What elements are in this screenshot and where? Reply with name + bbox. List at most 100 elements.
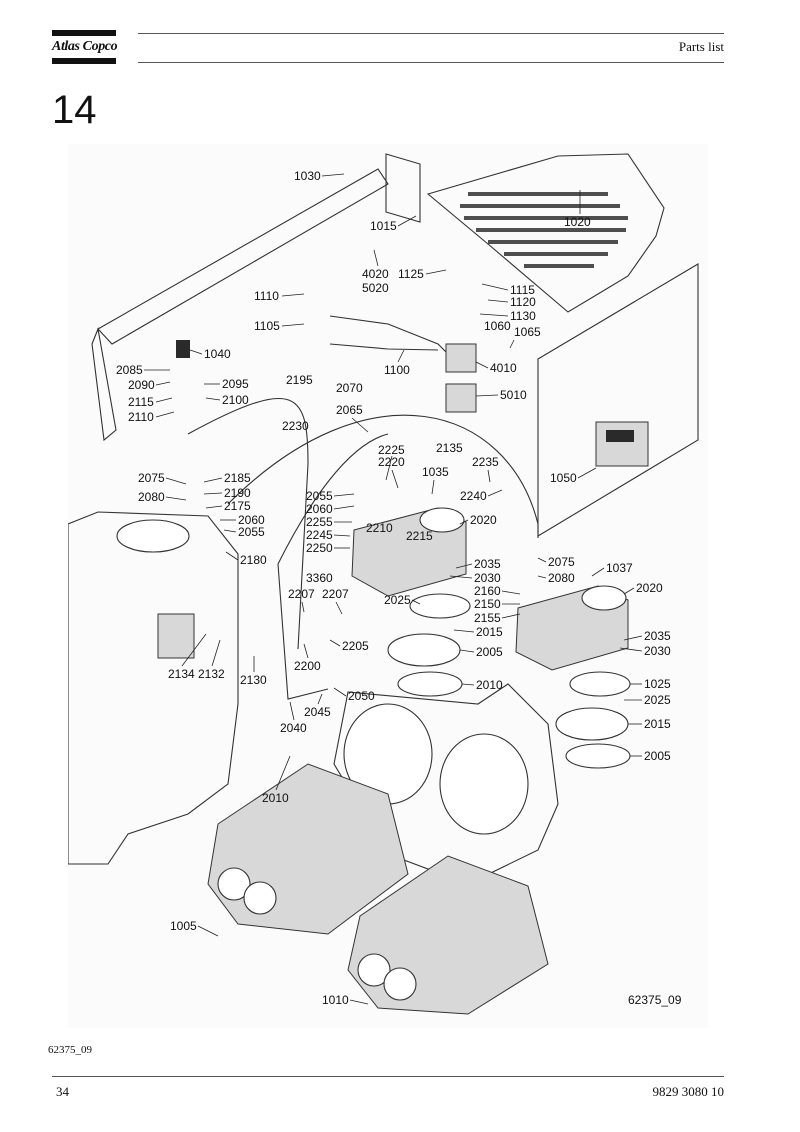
part-label-2095: 2095 xyxy=(204,377,249,391)
svg-text:1040: 1040 xyxy=(204,347,231,361)
svg-text:1110: 1110 xyxy=(254,289,279,303)
svg-text:2225: 2225 xyxy=(378,443,405,457)
part-label-2235: 2235 xyxy=(472,455,499,483)
part-label-2055-right: 2055 xyxy=(306,489,355,503)
element-upper-port-b xyxy=(243,881,277,915)
gasket-2025-lower xyxy=(569,671,631,697)
element-lower-port-b xyxy=(383,967,417,1001)
svg-text:4020: 4020 xyxy=(362,267,389,281)
part-label-2075-left: 2075 xyxy=(138,471,187,485)
page-header-title: Parts list xyxy=(678,39,724,54)
hose-2070 xyxy=(227,414,539,538)
part-label-2065: 2065 xyxy=(336,403,369,433)
svg-text:2040: 2040 xyxy=(280,721,307,735)
part-label-2210: 2210 xyxy=(366,521,393,535)
svg-text:1005: 1005 xyxy=(170,919,197,933)
part-label-2240: 2240 xyxy=(460,489,503,503)
svg-text:2210: 2210 xyxy=(366,521,393,535)
support-bracket-beam xyxy=(97,168,389,345)
part-label-1105: 1105 xyxy=(254,319,305,333)
part-label-2035-upper: 2035 xyxy=(455,557,501,571)
part-label-1050: 1050 xyxy=(550,467,597,485)
hose-2040 xyxy=(277,563,329,700)
part-label-1040: 1040 xyxy=(189,347,231,361)
svg-text:2060: 2060 xyxy=(238,513,265,527)
gasket-2010-lower xyxy=(565,743,631,769)
part-label-1115: 1115 xyxy=(481,283,535,297)
svg-text:2205: 2205 xyxy=(342,639,369,653)
part-label-2060-left: 2060 xyxy=(220,513,265,527)
part-label-1120: 1120 xyxy=(487,295,536,309)
svg-text:1030: 1030 xyxy=(294,169,321,183)
part-label-2255: 2255 xyxy=(306,515,352,529)
svg-text:2025: 2025 xyxy=(644,693,671,707)
svg-text:2015: 2015 xyxy=(644,717,671,731)
solenoid-1040 xyxy=(176,340,190,358)
drawing-code: 62375_09 xyxy=(628,993,682,1007)
svg-text:2075: 2075 xyxy=(138,471,165,485)
svg-text:2240: 2240 xyxy=(460,489,487,503)
part-label-2040: 2040 xyxy=(280,701,307,735)
footer-rule xyxy=(52,1076,724,1077)
bracket-leg xyxy=(91,327,117,442)
svg-text:2130: 2130 xyxy=(240,673,267,687)
svg-text:2055: 2055 xyxy=(306,489,333,503)
svg-text:2160: 2160 xyxy=(474,584,501,598)
part-label-2025-upper: 2025 xyxy=(384,593,421,607)
part-label-1060: 1060 xyxy=(484,319,511,333)
section-number: 14 xyxy=(52,88,97,132)
svg-text:2245: 2245 xyxy=(306,528,333,542)
part-label-2055-left: 2055 xyxy=(223,525,265,539)
svg-text:2025: 2025 xyxy=(384,593,411,607)
part-label-2015-lower: 2025 xyxy=(624,693,671,707)
part-label-2180: 2180 xyxy=(225,551,267,567)
svg-text:5020: 5020 xyxy=(362,281,389,295)
part-label-2005-lower: 2015 xyxy=(628,717,671,731)
svg-text:2110: 2110 xyxy=(128,410,154,424)
part-label-2020-lower: 2020 xyxy=(623,581,663,595)
part-label-2030-lower: 2030 xyxy=(619,644,671,658)
part-label-3360: 3360 xyxy=(306,571,333,585)
part-label-1110: 1110 xyxy=(254,289,305,303)
svg-text:2085: 2085 xyxy=(116,363,143,377)
svg-text:2020: 2020 xyxy=(470,513,497,527)
part-label-2115: 2115 xyxy=(128,395,173,409)
hose-2195 xyxy=(187,397,309,650)
svg-text:2080: 2080 xyxy=(138,490,165,504)
part-label-2200: 2200 xyxy=(294,643,321,673)
header-rule-top xyxy=(138,33,724,34)
svg-text:2030: 2030 xyxy=(474,571,501,585)
svg-text:2095: 2095 xyxy=(222,377,249,391)
part-label-2175: 2175 xyxy=(205,499,251,513)
relay-4010 xyxy=(445,343,477,373)
part-label-2230: 2230 xyxy=(282,419,309,433)
part-label-2090: 2090 xyxy=(128,378,171,392)
plate-2005-lower xyxy=(555,707,629,741)
svg-text:1105: 1105 xyxy=(254,319,280,333)
svg-text:2005: 2005 xyxy=(476,645,503,659)
gasket-2025-upper xyxy=(409,593,471,619)
part-label-2185: 2185 xyxy=(203,471,251,485)
part-label-2207-left: 2207 xyxy=(288,587,315,613)
part-label-2010-lower: 2005 xyxy=(630,749,671,763)
svg-text:2132: 2132 xyxy=(198,667,225,681)
part-label-2080-left: 2080 xyxy=(138,490,187,504)
svg-text:1130: 1130 xyxy=(510,309,536,323)
svg-text:2180: 2180 xyxy=(240,553,267,567)
svg-text:2207: 2207 xyxy=(322,587,349,601)
part-label-2190: 2190 xyxy=(203,486,251,500)
part-label-2205: 2205 xyxy=(329,639,369,653)
part-label-1020: 1020 xyxy=(564,190,591,229)
casing-bore-right xyxy=(439,733,529,835)
atlas-copco-logo: Atlas Copco xyxy=(52,30,118,64)
svg-text:2195: 2195 xyxy=(286,373,313,387)
svg-text:1065: 1065 xyxy=(514,325,541,339)
page-number: 34 xyxy=(56,1084,69,1099)
part-label-2045: 2045 xyxy=(304,693,331,719)
part-label-1065: 1065 xyxy=(509,325,541,349)
part-label-1005: 1005 xyxy=(170,919,219,937)
svg-text:2075: 2075 xyxy=(548,555,575,569)
svg-text:2255: 2255 xyxy=(306,515,333,529)
part-label-2085: 2085 xyxy=(116,363,170,377)
controller-unit xyxy=(595,421,649,467)
